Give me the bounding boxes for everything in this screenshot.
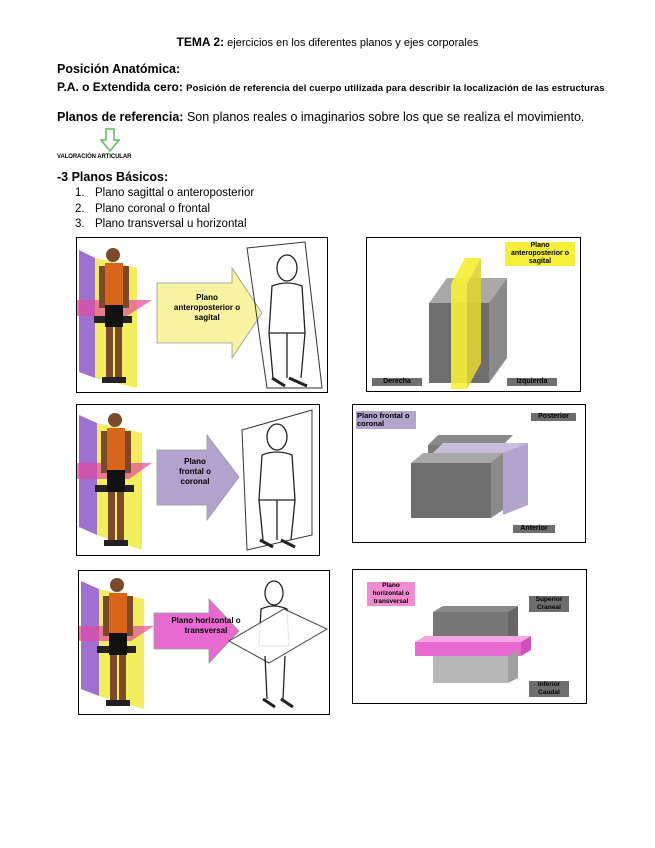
pa-line: P.A. o Extendida cero: Posición de refer… xyxy=(57,80,605,94)
basic-planes-heading: -3 Planos Básicos: xyxy=(57,170,168,184)
title-rest: ejercicios en los diferentes planos y ej… xyxy=(227,37,478,49)
pa-label: P.A. o Extendida cero: xyxy=(57,80,183,94)
superior-label: Superior Craneal xyxy=(529,596,569,612)
anatomical-heading: Posición Anatómica: xyxy=(57,62,180,76)
frontal-arrow-label: Plano frontal o coronal xyxy=(172,457,218,487)
frontal-plane-label: Plano frontal o coronal xyxy=(356,411,416,429)
list-item: 1.Plano sagittal o anteroposterior xyxy=(75,186,254,202)
frontal-figure-panel: Plano frontal o coronal xyxy=(76,404,320,556)
sagittal-figure-panel: Plano anteroposterior o sagital xyxy=(76,237,328,393)
horizontal-figure-illustration xyxy=(79,571,329,714)
horizontal-figure-panel: Plano horizontal o transversal xyxy=(78,570,330,715)
horizontal-arrow-label: Plano horizontal o transversal xyxy=(171,616,241,636)
sagittal-arrow-label: Plano anteroposterior o sagital xyxy=(172,293,242,323)
title-bold: TEMA 2: xyxy=(177,35,225,49)
reference-line: Planos de referencia: Son planos reales … xyxy=(57,110,584,124)
list-item: 2.Plano coronal o frontal xyxy=(75,202,254,218)
sagittal-diagram-panel: Plano anteroposterior o sagital Derecha … xyxy=(366,237,581,392)
down-arrow-icon xyxy=(100,128,120,152)
list-item: 3.Plano transversal u horizontal xyxy=(75,217,254,233)
pa-text: Posición de referencia del cuerpo utiliz… xyxy=(186,83,604,94)
left-side-label: Izquierda xyxy=(507,378,557,386)
posterior-label: Posterior xyxy=(531,413,576,421)
sagittal-plane-label: Plano anteroposterior o sagital xyxy=(505,242,575,266)
page-title: TEMA 2: ejercicios en los diferentes pla… xyxy=(0,35,655,49)
right-side-label: Derecha xyxy=(372,378,422,386)
horizontal-diagram-panel: Plano horizontal o transversal Superior … xyxy=(352,569,587,704)
icon-caption: VALORACIÓN ARTICULAR xyxy=(57,154,131,160)
reference-text: Son planos reales o imaginarios sobre lo… xyxy=(187,110,584,124)
anterior-label: Anterior xyxy=(513,525,555,533)
reference-label: Planos de referencia: xyxy=(57,110,183,124)
frontal-diagram-panel: Plano frontal o coronal Posterior Anteri… xyxy=(352,404,586,543)
inferior-label: Inferior Caudal xyxy=(529,681,569,697)
horizontal-plane-label: Plano horizontal o transversal xyxy=(367,582,415,606)
basic-planes-list: 1.Plano sagittal o anteroposterior 2.Pla… xyxy=(75,186,254,233)
